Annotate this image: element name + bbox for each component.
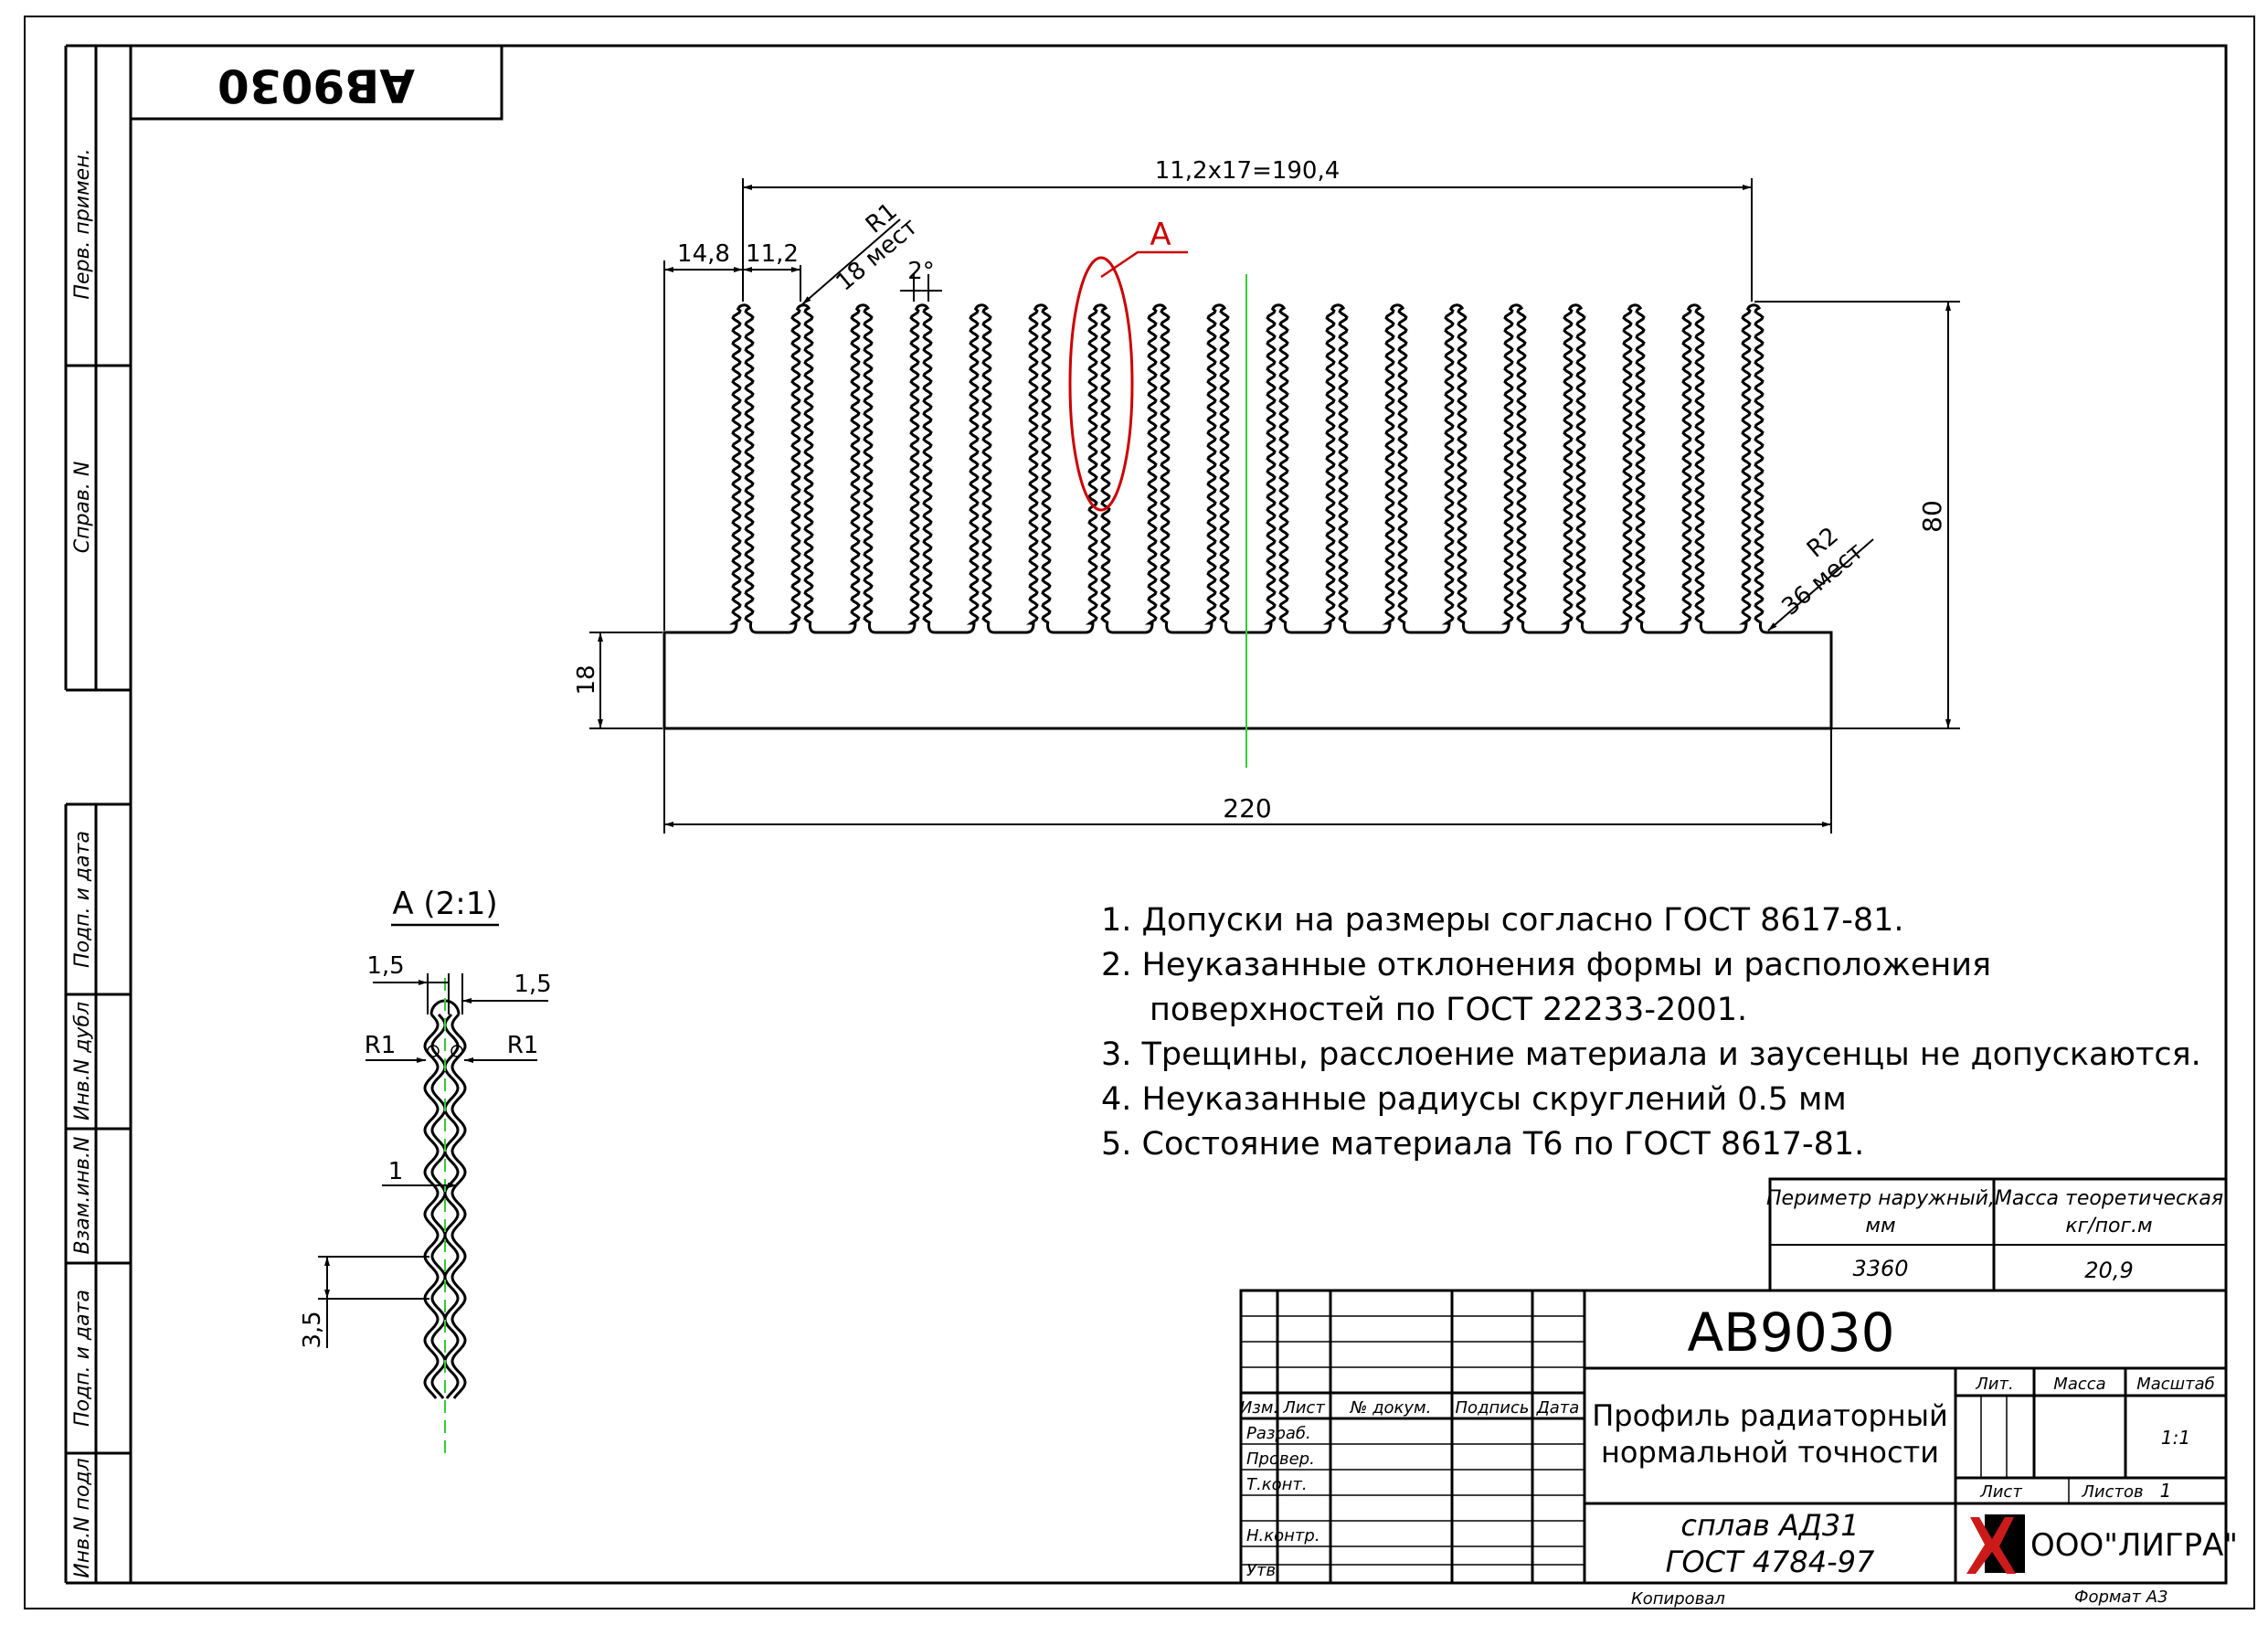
massa-label: Масса bbox=[2053, 1375, 2105, 1394]
side-label-inv-podl: Инв.N подл bbox=[71, 1458, 94, 1577]
row-utv: Утв. bbox=[1246, 1561, 1281, 1580]
detail-fin-edge bbox=[443, 1013, 460, 1399]
detail-radius-marker bbox=[450, 1045, 463, 1057]
col-n-dokum: № докум. bbox=[1350, 1398, 1432, 1418]
note-2: 2. Неуказанные отклонения формы и распол… bbox=[1101, 947, 1991, 983]
lit-label: Лит. bbox=[1975, 1375, 2013, 1394]
title-block-code: АВ9030 bbox=[1687, 1301, 1894, 1364]
dim-left-offset: 14,8 bbox=[677, 240, 730, 268]
note-1: 1. Допуски на размеры согласно ГОСТ 8617… bbox=[1101, 902, 1904, 939]
detail-dim-left-radius: R1 bbox=[365, 1032, 397, 1059]
note-3: 3. Трещины, расслоение материала и заусе… bbox=[1101, 1036, 2201, 1073]
dim-leader-root-radius bbox=[1767, 538, 1874, 632]
detail-dim-wave-amplitude: 1 bbox=[388, 1158, 404, 1185]
sheet-trim bbox=[24, 16, 2255, 1609]
perimeter-header-1: Периметр наружный, bbox=[1766, 1187, 1995, 1210]
mass-value: 20,9 bbox=[2084, 1258, 2133, 1283]
side-columns bbox=[64, 44, 131, 1585]
company-logo-icon bbox=[1966, 1514, 2025, 1574]
row-prover: Провер. bbox=[1246, 1450, 1315, 1469]
col-list: Лист bbox=[1282, 1398, 1325, 1418]
profile-outline bbox=[662, 303, 1833, 730]
masshtab-label: Масштаб bbox=[2136, 1375, 2215, 1394]
title-block-name-2: нормальной точности bbox=[1601, 1435, 1939, 1470]
mass-header-2: кг/пог.м bbox=[2065, 1215, 2152, 1237]
side-label-perv-primen: Перв. примен. bbox=[71, 148, 94, 299]
side-label-podp-data-1: Подп. и дата bbox=[71, 831, 94, 968]
detail-dim-wave-pitch: 3,5 bbox=[299, 1311, 326, 1348]
row-tkont: Т.конт. bbox=[1246, 1475, 1308, 1494]
title-block-name-1: Профиль радиаторный bbox=[1592, 1398, 1948, 1433]
kopiroval-label: Копировал bbox=[1631, 1589, 1725, 1609]
detail-callout-label: А bbox=[1150, 217, 1171, 253]
detail-fin-edge bbox=[423, 1013, 440, 1399]
detail-title: А (2:1) bbox=[392, 886, 497, 922]
side-label-sprav-n: Справ. N bbox=[71, 462, 94, 554]
top-stamp-box bbox=[129, 44, 503, 121]
dim-pitch-total: 11,2x17=190,4 bbox=[1155, 157, 1341, 185]
listov-label: Листов bbox=[2081, 1482, 2143, 1502]
list-label: Лист bbox=[1979, 1482, 2022, 1502]
scale-value: 1:1 bbox=[2161, 1427, 2190, 1449]
note-5: 5. Состояние материала Т6 по ГОСТ 8617-8… bbox=[1101, 1126, 1864, 1163]
top-stamp-code: АВ9030 bbox=[217, 59, 415, 112]
title-block-grid bbox=[1239, 1289, 2228, 1585]
dim-angle: 2° bbox=[907, 258, 935, 285]
col-podpis: Подпись bbox=[1456, 1398, 1530, 1418]
dim-pitch: 11,2 bbox=[746, 240, 799, 268]
note-2-cont: поверхностей по ГОСТ 22233-2001. bbox=[1150, 992, 1747, 1028]
title-block-material-1: сплав АД31 bbox=[1680, 1508, 1859, 1543]
detail-dim-left-thickness: 1,5 bbox=[366, 952, 404, 980]
detail-callout-leader bbox=[1100, 250, 1188, 279]
dim-width: 220 bbox=[1223, 793, 1271, 823]
mass-header-1: Масса теоретическая bbox=[1995, 1187, 2223, 1210]
listov-value: 1 bbox=[2160, 1480, 2172, 1502]
side-label-vzam-inv: Взам.инв.N bbox=[71, 1137, 94, 1255]
perimeter-value: 3360 bbox=[1852, 1256, 1908, 1281]
detail-fin-edge bbox=[450, 1013, 467, 1399]
technical-notes: 1. Допуски на размеры согласно ГОСТ 8617… bbox=[1101, 902, 2201, 1163]
detail-dim-right-radius: R1 bbox=[507, 1032, 539, 1059]
dim-height: 80 bbox=[1917, 500, 1947, 533]
dim-base-height: 18 bbox=[573, 664, 600, 695]
side-label-inv-dubl: Инв.N дубл bbox=[71, 1002, 94, 1121]
side-label-podp-data-2: Подп. и дата bbox=[71, 1290, 94, 1427]
row-razrab: Разраб. bbox=[1246, 1424, 1311, 1443]
detail-dim-right-thickness: 1,5 bbox=[514, 971, 551, 998]
row-nkontr: Н.контр. bbox=[1246, 1526, 1320, 1545]
heatsink-profile bbox=[662, 303, 1833, 730]
dim-leader-tip-radius bbox=[801, 218, 901, 305]
company-name: ООО"ЛИГРА" bbox=[2030, 1527, 2238, 1564]
format-label: Формат А3 bbox=[2074, 1588, 2168, 1607]
detail-fin bbox=[423, 999, 467, 1399]
title-block-material-2: ГОСТ 4784-97 bbox=[1666, 1545, 1875, 1579]
drawing-frame bbox=[129, 44, 2228, 1585]
detail-fin-edge bbox=[430, 1013, 447, 1399]
col-izm: Изм. bbox=[1240, 1398, 1278, 1418]
detail-radius-marker bbox=[427, 1045, 440, 1057]
note-4: 4. Неуказанные радиусы скруглений 0.5 мм bbox=[1101, 1081, 1847, 1118]
perimeter-header-2: мм bbox=[1865, 1215, 1895, 1237]
col-data: Дата bbox=[1536, 1398, 1580, 1418]
detail-callout-ellipse bbox=[1068, 256, 1134, 512]
